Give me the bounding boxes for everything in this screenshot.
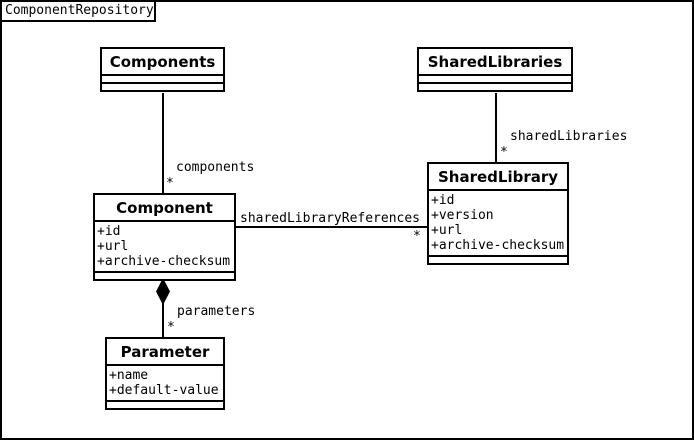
class-components-operations bbox=[102, 84, 223, 90]
class-sharedlibrary-attributes: +id +version +url +archive-checksum bbox=[429, 191, 567, 257]
attribute-row: +name bbox=[109, 368, 149, 383]
multiplicity-components: * bbox=[166, 176, 174, 191]
class-component-operations bbox=[95, 273, 234, 279]
class-parameter[interactable]: Parameter +name +default-value bbox=[105, 337, 225, 410]
attribute-row: +version bbox=[431, 208, 494, 223]
class-sharedlibrary-title: SharedLibrary bbox=[429, 164, 567, 191]
class-sharedlibraries-attributes bbox=[419, 76, 571, 84]
class-components-attributes bbox=[102, 76, 223, 84]
composition-diamond-icon bbox=[156, 278, 170, 305]
class-component-attributes: +id +url +archive-checksum bbox=[95, 222, 234, 273]
edge-sharedlibraryreferences-line bbox=[236, 226, 427, 228]
class-parameter-operations bbox=[107, 402, 223, 408]
edge-sharedlibraries-line bbox=[495, 93, 497, 162]
attribute-row: +id bbox=[431, 193, 455, 208]
edge-label-parameters: parameters bbox=[177, 304, 256, 319]
attribute-row: +archive-checksum bbox=[97, 254, 231, 269]
edge-label-sharedlibraryreferences: sharedLibraryReferences bbox=[240, 211, 421, 226]
attribute-row: +url bbox=[431, 223, 463, 238]
class-component[interactable]: Component +id +url +archive-checksum bbox=[93, 193, 236, 281]
class-sharedlibraries[interactable]: SharedLibraries bbox=[417, 47, 573, 92]
class-sharedlibrary[interactable]: SharedLibrary +id +version +url +archive… bbox=[427, 162, 569, 265]
class-sharedlibrary-operations bbox=[429, 257, 567, 263]
attribute-row: +default-value bbox=[109, 383, 219, 398]
edge-label-sharedlibraries: sharedLibraries bbox=[510, 129, 628, 144]
class-parameter-title: Parameter bbox=[107, 339, 223, 366]
attribute-row: +url bbox=[97, 239, 129, 254]
class-sharedlibraries-title: SharedLibraries bbox=[419, 49, 571, 76]
diagram-frame-title: ComponentRepository bbox=[2, 2, 156, 22]
class-component-title: Component bbox=[95, 195, 234, 222]
class-components-title: Components bbox=[102, 49, 223, 76]
multiplicity-parameters: * bbox=[167, 320, 175, 335]
attribute-row: +archive-checksum bbox=[431, 238, 565, 253]
edge-components-line bbox=[162, 93, 164, 193]
edge-label-components: components bbox=[176, 160, 255, 175]
class-parameter-attributes: +name +default-value bbox=[107, 366, 223, 402]
attribute-row: +id bbox=[97, 224, 121, 239]
edge-parameters-line bbox=[162, 280, 164, 337]
class-components[interactable]: Components bbox=[100, 47, 225, 92]
class-sharedlibraries-operations bbox=[419, 84, 571, 90]
multiplicity-sharedlibraryreferences: * bbox=[413, 229, 421, 244]
multiplicity-sharedlibraries: * bbox=[500, 145, 508, 160]
